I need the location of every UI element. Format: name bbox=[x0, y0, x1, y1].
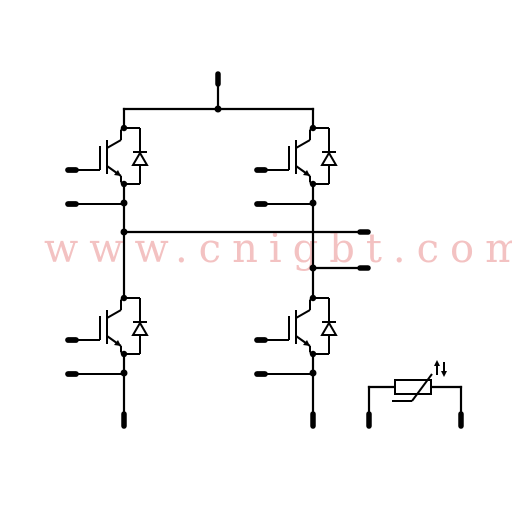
thermistor-body bbox=[394, 379, 432, 395]
igbt-q1 bbox=[68, 125, 147, 204]
ntc-thermistor bbox=[366, 360, 464, 429]
junction-dot bbox=[214, 105, 222, 113]
igbt-q2 bbox=[257, 125, 336, 204]
temperature-arrows-icon bbox=[434, 360, 447, 377]
dc-positive-bus bbox=[122, 71, 315, 128]
igbt-q3 bbox=[68, 295, 147, 374]
igbt-q4 bbox=[257, 295, 336, 374]
left-leg-wiring bbox=[120, 184, 371, 429]
right-leg-wiring bbox=[309, 184, 371, 429]
